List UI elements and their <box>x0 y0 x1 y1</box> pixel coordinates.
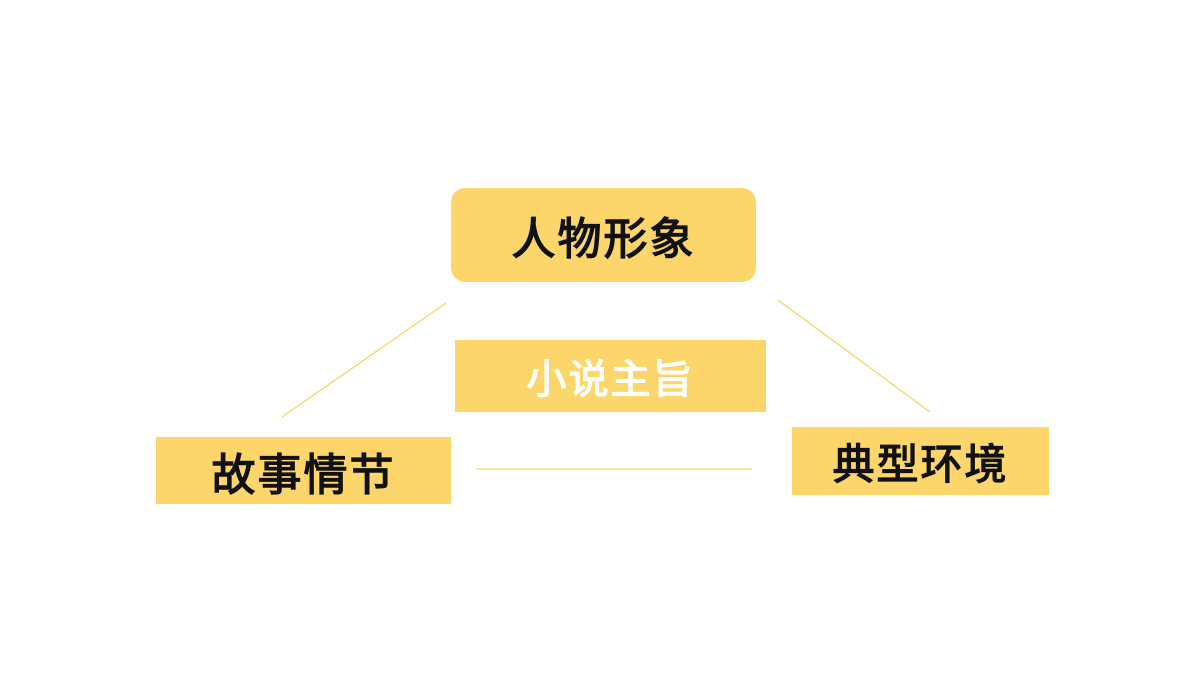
connector-character-plot <box>281 302 447 418</box>
node-plot-label: 故事情节 <box>211 449 396 501</box>
node-theme-label: 小说主旨 <box>526 356 695 403</box>
node-setting-label: 典型环境 <box>832 439 1009 489</box>
node-story-plot: 故事情节 <box>156 437 451 504</box>
node-character-image: 人物形象 <box>451 188 756 282</box>
node-character-label: 人物形象 <box>511 214 696 265</box>
connector-character-setting <box>777 299 931 413</box>
node-typical-setting: 典型环境 <box>792 427 1049 495</box>
node-novel-theme: 小说主旨 <box>455 340 766 412</box>
